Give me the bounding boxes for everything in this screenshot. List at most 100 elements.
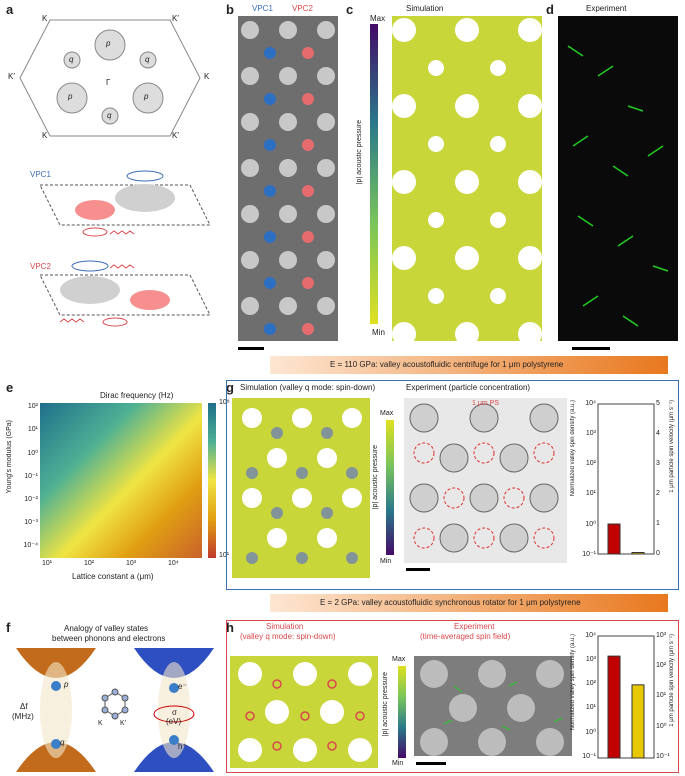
vpc2-label: VPC2	[30, 262, 51, 271]
h-exp-title-1: Experiment	[454, 622, 495, 631]
f-sigma-label: σ	[172, 708, 177, 717]
g-y2-tick: 5	[656, 400, 660, 407]
h-plot-frame	[597, 635, 655, 759]
h-simulation-field	[230, 656, 378, 768]
panel-label-h: h	[226, 620, 234, 635]
hex-label-gamma: Γ	[106, 78, 111, 87]
dirac-cbar-bottom: 10¹	[219, 552, 230, 559]
scale-bar-d	[572, 347, 610, 350]
xtick: 10⁴	[168, 560, 179, 567]
sem-image	[238, 16, 338, 341]
h-y1-tick: 10³	[585, 656, 596, 663]
g-colorbar	[386, 420, 394, 555]
f-q-label: q	[60, 738, 65, 747]
cbar-max-c: Max	[370, 14, 386, 23]
g-y1-ticks: 10⁴ 10³ 10² 10¹ 10⁰ 10⁻¹	[582, 400, 596, 560]
bar-spin-density	[607, 523, 621, 555]
hex-label-k3: K	[42, 131, 48, 140]
scale-bar-g	[406, 568, 430, 571]
site-q-right: q	[145, 55, 150, 64]
ytick: 10²	[27, 403, 38, 410]
h-y1-tick: 10¹	[585, 704, 596, 711]
f-title-1: Analogy of valley states	[64, 624, 149, 633]
h-y2-tick: 10¹	[656, 692, 667, 699]
h-cbar-max: Max	[392, 656, 406, 663]
experiment-vectors	[567, 45, 669, 327]
dirac-colorbar	[208, 403, 216, 558]
g-cbar-label: |p| acoustic pressure	[372, 445, 379, 510]
dirac-cbar-top: 10⁸	[219, 399, 230, 406]
banner-2-text: E = 2 GPa: valley acoustofluidic synchro…	[320, 598, 581, 607]
hex-label-kp2: K′	[8, 72, 15, 81]
ytick: 10¹	[27, 426, 38, 433]
h-y2-ticks: 10³ 10² 10¹ 10⁰ 10⁻¹	[656, 632, 670, 762]
g-sim-title: Simulation (valley q mode: spin-down)	[240, 383, 376, 392]
g-y1-tick: 10³	[585, 430, 596, 437]
xtick: 10³	[126, 560, 137, 567]
g-ps-label: 1 μm PS	[472, 400, 499, 407]
simulation-field-c	[392, 16, 542, 346]
dirac-ylabel: Young's modulus (GPa)	[6, 420, 13, 494]
vpc1-column-label: VPC1	[252, 4, 273, 13]
g-y2-tick: 4	[656, 430, 660, 437]
bar-spin-density	[607, 655, 621, 759]
f-p-label: p	[64, 680, 69, 689]
g-exp-title: Experiment (particle concentration)	[406, 383, 531, 392]
scale-bar-b	[238, 347, 264, 350]
dirac-y-ticks: 10² 10¹ 10⁰ 10⁻¹ 10⁻² 10⁻³ 10⁻⁴	[22, 403, 39, 558]
f-eminus-label: e⁻	[178, 682, 187, 691]
panel-a-figure	[19, 19, 210, 327]
f-mhz-label: (MHz)	[12, 712, 34, 721]
h-y2-tick: 10⁰	[656, 723, 667, 730]
g-y2-label: 1 μm particle spin velocity (μm s⁻¹)	[669, 400, 675, 493]
hex-label-k2: K	[204, 72, 210, 81]
g-cbar-min: Min	[380, 558, 392, 565]
g-y2-tick: 0	[656, 550, 660, 557]
h-bar-chart	[597, 635, 655, 759]
g-y2-tick: 2	[656, 490, 660, 497]
panel-label-d: d	[546, 2, 554, 17]
panel-h-frame	[226, 620, 679, 773]
g-sim-pattern	[242, 408, 362, 564]
f-df-label: Δf	[20, 702, 28, 711]
g-y1-tick: 10⁰	[585, 521, 596, 528]
h-exp-title-2: (time-averaged spin field)	[420, 632, 511, 641]
dirac-heatmap	[40, 403, 202, 558]
xtick: 10²	[84, 560, 95, 567]
f-ev-label: (eV)	[166, 717, 182, 726]
h-exp-pattern	[420, 660, 564, 756]
h-cbar-label: |p| acoustic pressure	[382, 672, 389, 737]
h-cbar-min: Min	[392, 760, 404, 767]
f-hplus-label: h⁺	[178, 742, 187, 751]
site-p-top: p	[106, 39, 111, 48]
g-y1-tick: 10²	[585, 460, 596, 467]
scale-bar-h	[416, 762, 446, 765]
panel-label-b: b	[226, 2, 234, 17]
h-y1-tick: 10⁰	[585, 729, 596, 736]
panel-label-f: f	[6, 620, 11, 635]
hex-label-k1: K	[42, 14, 48, 23]
experiment-field-d	[558, 16, 678, 341]
dirac-xlabel: Lattice constant a (μm)	[72, 572, 154, 581]
bar-spin-velocity	[631, 552, 645, 555]
hex-label-kp3: K′	[172, 131, 179, 140]
g-y1-label: Normalized valley spin density (a.u.)	[570, 400, 576, 497]
site-q-bottom: q	[107, 111, 112, 120]
h-y1-label: Normalized valley spin density (a.u.)	[570, 634, 576, 731]
ytick: 10⁻⁴	[23, 542, 39, 549]
h-experiment-image	[414, 656, 572, 756]
h-y1-ticks: 10⁴ 10³ 10² 10¹ 10⁰ 10⁻¹	[582, 632, 596, 762]
g-y1-tick: 10⁻¹	[582, 551, 596, 558]
h-y2-tick: 10³	[656, 632, 667, 639]
panel-label-g: g	[226, 380, 234, 395]
h-y2-tick: 10⁻¹	[656, 753, 670, 760]
h-y2-label: 1 μm particle spin velocity (μm s⁻¹)	[669, 634, 675, 727]
g-cbar-max: Max	[380, 410, 394, 417]
g-experiment-image	[404, 398, 567, 563]
g-plot-frame	[597, 403, 655, 555]
g-simulation-field	[232, 398, 370, 578]
simulation-holes	[392, 18, 542, 346]
ytick: 10⁻²	[24, 496, 38, 503]
g-bar-chart	[597, 403, 655, 555]
h-y2-tick: 10²	[656, 662, 667, 669]
